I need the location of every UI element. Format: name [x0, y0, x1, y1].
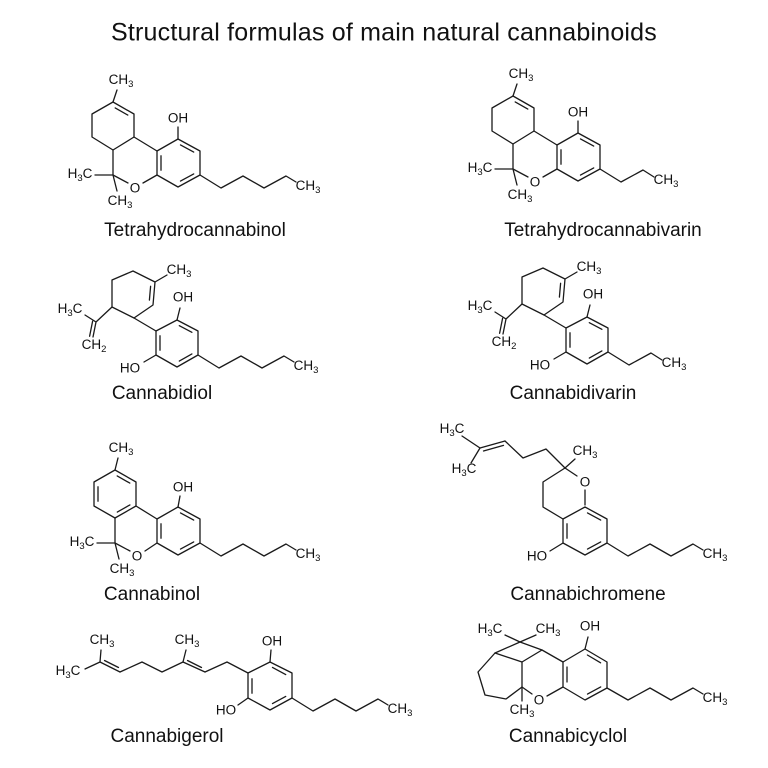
atom-label-o: O [129, 180, 141, 196]
atom-label-h3c: H3C [55, 662, 81, 681]
molecule-name: Cannabichromene [510, 584, 666, 605]
atom-label-ch3: CH3 [576, 258, 602, 277]
atom-label-o: O [131, 548, 143, 564]
atom-label-ho: HO [119, 360, 141, 376]
atom-label-ch3: CH3 [174, 631, 200, 650]
atom-label-ch2: CH2 [491, 333, 517, 352]
atom-label-ch3: CH3 [109, 560, 135, 579]
atom-label-ch2: CH2 [81, 336, 107, 355]
molecule-name: Tetrahydrocannabinol [104, 220, 286, 241]
atom-label-ch3: CH3 [295, 177, 321, 196]
atom-label-h3c: H3C [451, 460, 477, 479]
atom-label-ch3: CH3 [702, 545, 728, 564]
atom-label-oh: OH [261, 633, 283, 649]
atom-label-ch3: CH3 [661, 354, 687, 373]
atom-label-ch3: CH3 [293, 357, 319, 376]
atom-label-ch3: CH3 [107, 192, 133, 211]
atom-label-o: O [533, 692, 545, 708]
atom-label-ho: HO [529, 357, 551, 373]
molecule-name: Tetrahydrocannabivarin [504, 220, 702, 241]
atom-label-oh: OH [582, 286, 604, 302]
atom-label-ch3: CH3 [535, 620, 561, 639]
molecule-name: Cannabigerol [110, 726, 224, 747]
atom-label-ch3: CH3 [572, 442, 598, 461]
atom-label-h3c: H3C [467, 297, 493, 316]
atom-label-ch3: CH3 [108, 71, 134, 90]
atom-label-h3c: H3C [439, 420, 465, 439]
atom-label-ch3: CH3 [509, 701, 535, 720]
atom-label-ch3: CH3 [89, 631, 115, 650]
atom-label-h3c: H3C [477, 620, 503, 639]
atom-label-ch3: CH3 [653, 171, 679, 190]
atom-label-oh: OH [172, 289, 194, 305]
atom-label-ch3: CH3 [507, 186, 533, 205]
molecule-name: Cannabidivarin [509, 383, 637, 404]
atom-label-ch3: CH3 [702, 689, 728, 708]
atom-label-ch3: CH3 [295, 545, 321, 564]
atom-label-h3c: H3C [67, 165, 93, 184]
atom-label-oh: OH [167, 110, 189, 126]
atom-label-ch3: CH3 [108, 439, 134, 458]
atom-label-ho: HO [526, 548, 548, 564]
atom-label-oh: OH [172, 479, 194, 495]
atom-label-h3c: H3C [467, 159, 493, 178]
molecule-name: Cannabinol [103, 584, 201, 605]
atom-label-ch3: CH3 [508, 65, 534, 84]
atom-label-ho: HO [215, 702, 237, 718]
page-title: Structural formulas of main natural cann… [111, 18, 657, 47]
atom-label-ch3: CH3 [166, 261, 192, 280]
atom-label-ch3: CH3 [387, 700, 413, 719]
atom-label-h3c: H3C [57, 300, 83, 319]
atom-label-h3c: H3C [69, 533, 95, 552]
molecule-name: Cannabidiol [111, 383, 213, 404]
atom-label-oh: OH [567, 104, 589, 120]
molecule-name: Cannabicyclol [508, 726, 628, 747]
atom-label-oh: OH [579, 618, 601, 634]
atom-label-o: O [529, 174, 541, 190]
atom-label-o: O [579, 474, 591, 490]
